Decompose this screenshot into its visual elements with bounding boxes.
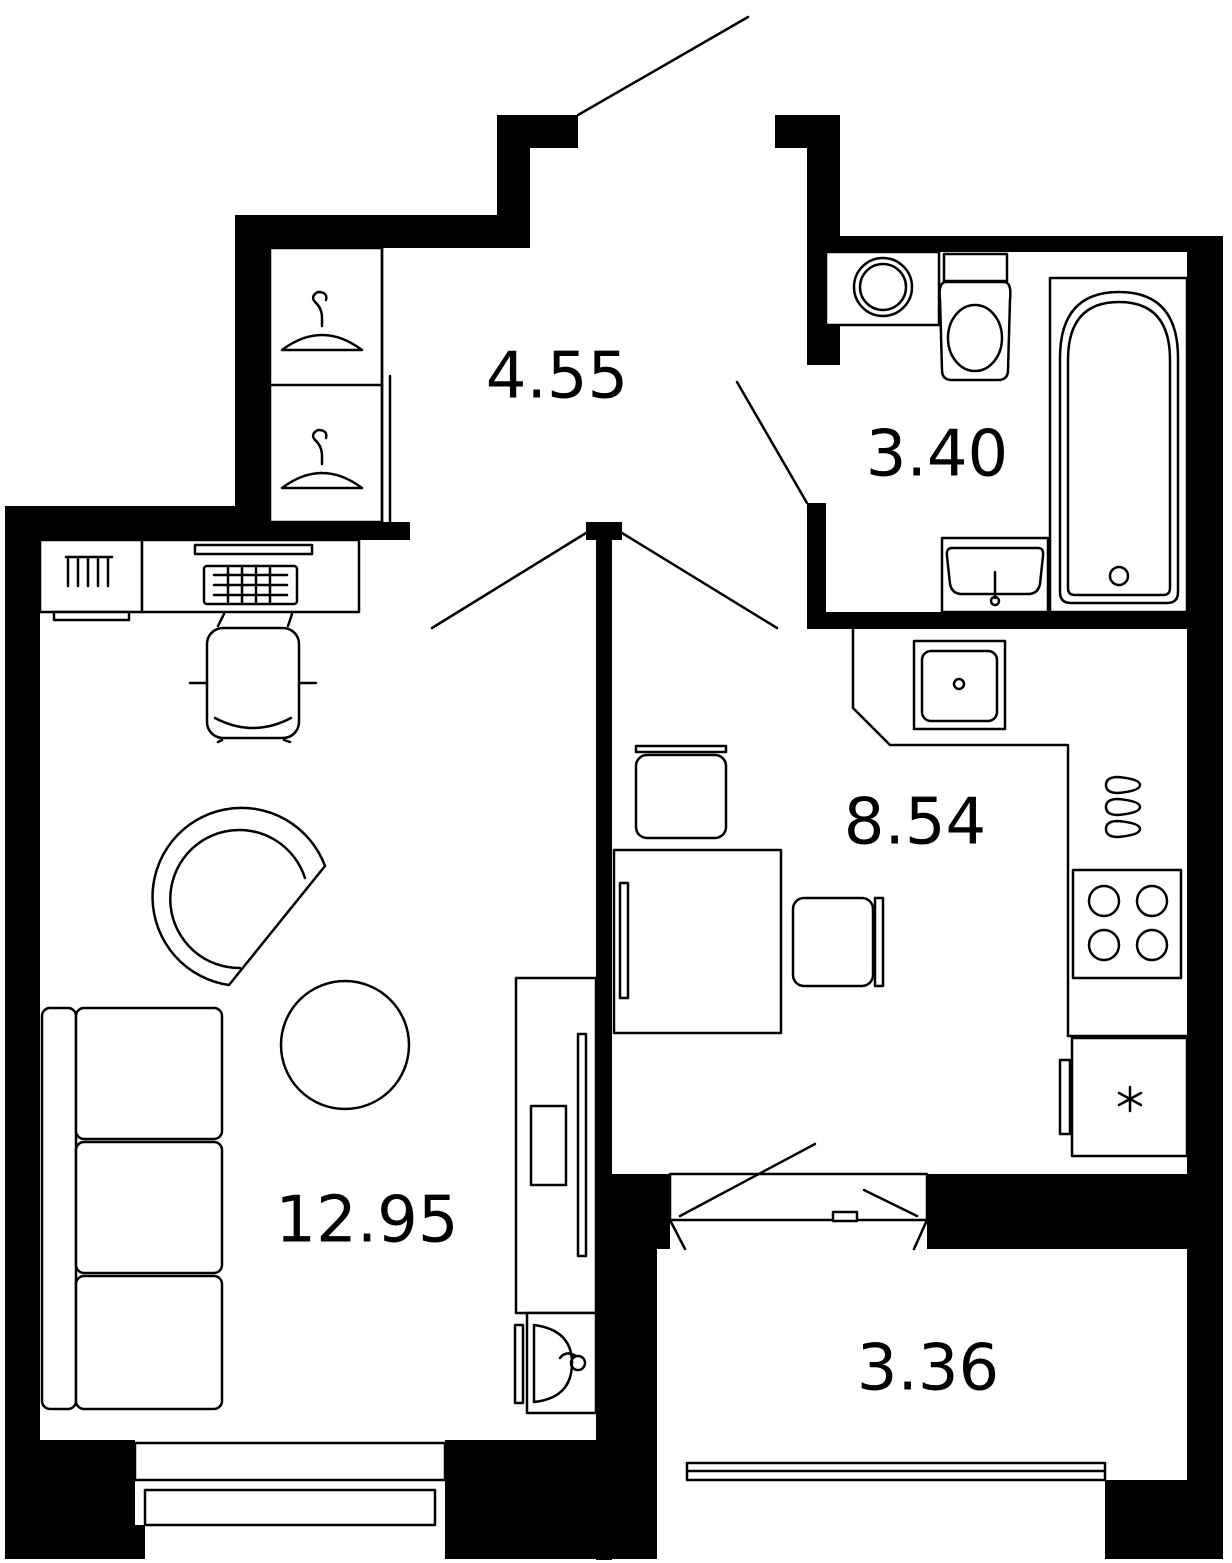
area-label-hallway: 4.55 [486, 340, 629, 414]
bathtub-icon [1048, 276, 1189, 614]
window-balcony [685, 1461, 1107, 1482]
sink-icon [912, 639, 1007, 731]
fridge-icon [1058, 1036, 1189, 1158]
radiator-icon [38, 538, 144, 622]
kitchen-counter [851, 627, 1189, 1038]
hanger-icon [280, 290, 364, 352]
area-label-living-room: 12.95 [275, 1184, 458, 1258]
wardrobe [268, 246, 392, 524]
area-label-bathroom: 3.40 [866, 418, 1009, 492]
stove-icon [1071, 868, 1183, 980]
hanger-icon [280, 428, 364, 490]
door-swings [430, 15, 809, 630]
coffee-table-icon [279, 979, 411, 1111]
faucet-drops-icon [1104, 775, 1142, 839]
chair-icon [634, 744, 728, 840]
sink-icon [940, 536, 1050, 614]
washing-machine-icon [824, 250, 941, 327]
toilet-icon [938, 252, 1012, 382]
desk-icon [140, 538, 361, 614]
area-label-kitchen: 8.54 [844, 786, 987, 860]
chair-icon [188, 612, 318, 744]
sofa-icon [40, 1006, 224, 1411]
sink-icon [513, 1311, 598, 1415]
chair-icon [618, 881, 630, 1000]
table-icon [612, 848, 783, 1035]
walls [5, 115, 1223, 1560]
window-living [133, 1441, 447, 1527]
balcony-door [668, 1142, 929, 1251]
chair-icon [791, 896, 885, 988]
armchair-icon [151, 806, 327, 987]
area-label-balcony: 3.36 [857, 1332, 1000, 1406]
tv-stand-icon [514, 976, 598, 1315]
